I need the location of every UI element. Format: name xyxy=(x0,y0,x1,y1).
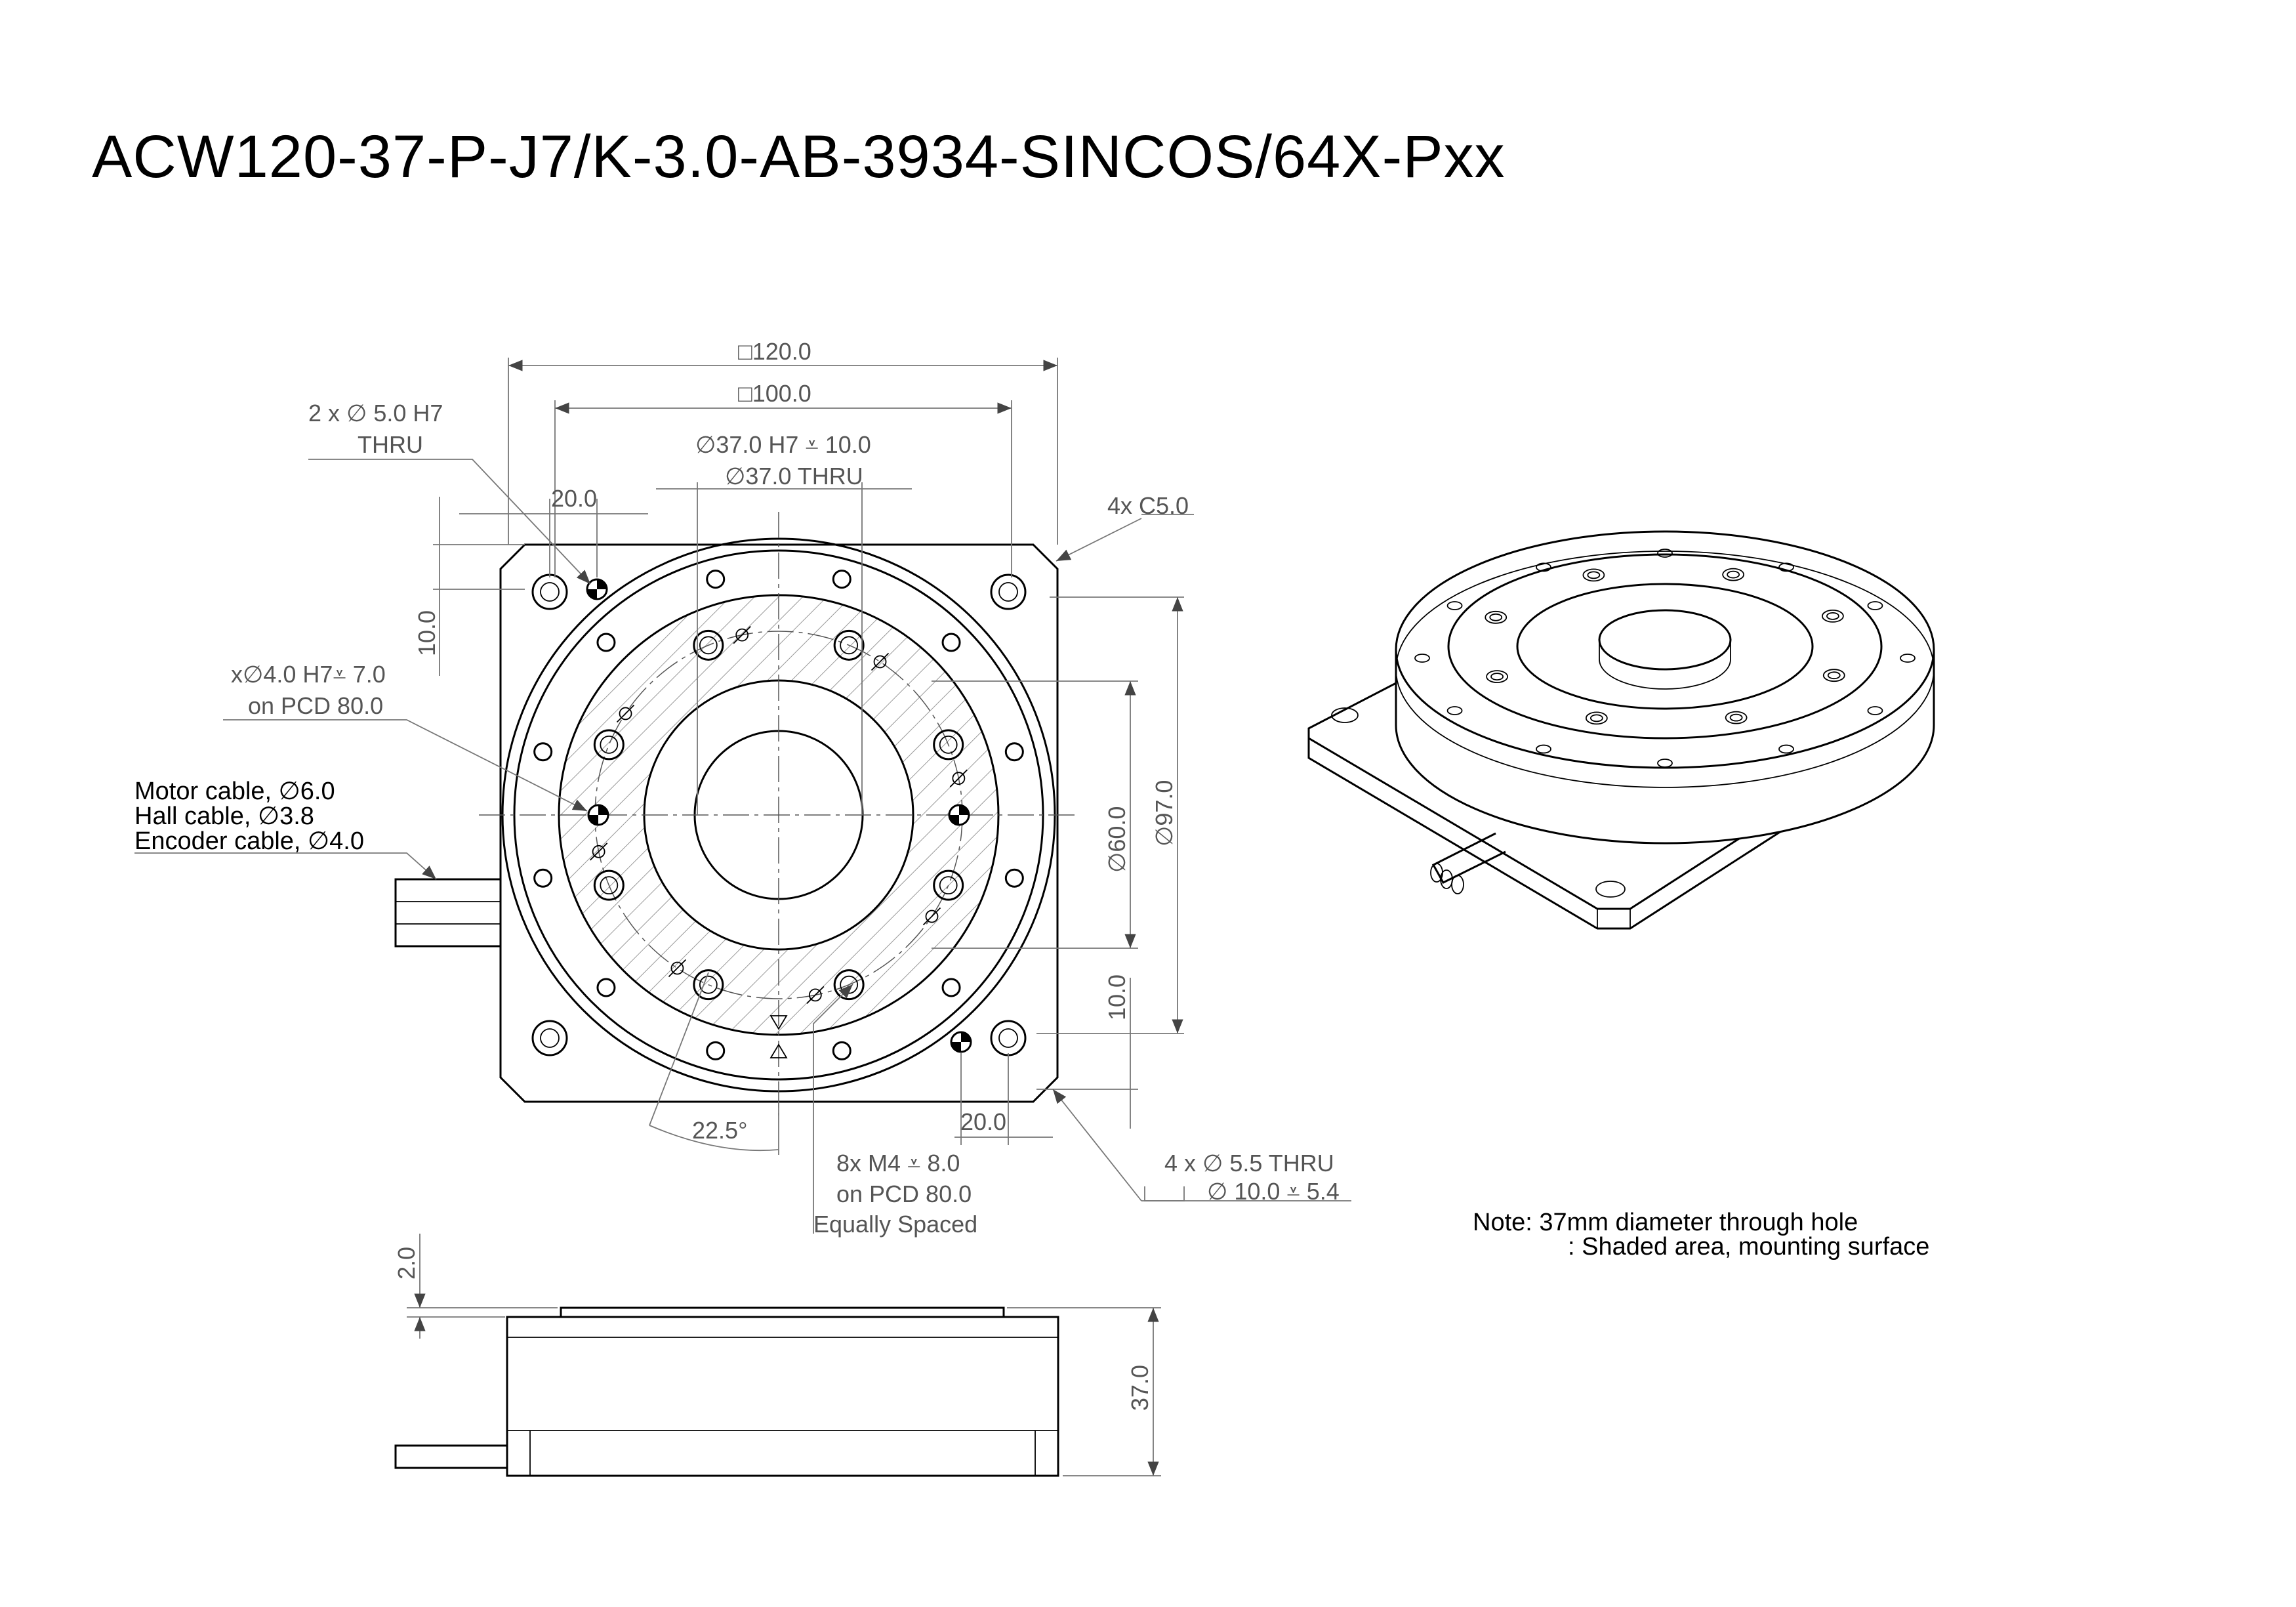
callout-cable-hall: Hall cable, ∅3.8 xyxy=(134,803,314,830)
ring-holes xyxy=(533,570,1024,1060)
dim-offset-right: 20.0 xyxy=(960,1108,1006,1135)
side-view: 2.0 37.0 xyxy=(393,1234,1161,1477)
drawing-title: ACW120-37-P-J7/K-3.0-AB-3934-SINCOS/64X-… xyxy=(92,123,1506,190)
dim-chamfer: 4x C5.0 xyxy=(1107,492,1189,519)
dim-offset-bottom: 10.0 xyxy=(1103,974,1130,1020)
callout-dowel-2: on PCD 80.0 xyxy=(248,692,383,719)
note-line-1: Note: 37mm diameter through hole xyxy=(1473,1209,1858,1236)
dim-square-outer: □120.0 xyxy=(738,338,811,365)
dim-dia-97: ∅97.0 xyxy=(1151,780,1178,846)
iso-cable xyxy=(1431,832,1506,884)
dim-side-top: 2.0 xyxy=(393,1247,420,1280)
callout-mount-2: ∅ 10.0 ⩡ 5.4 xyxy=(1207,1178,1340,1205)
corner-holes xyxy=(531,574,1027,1056)
side-rotor xyxy=(560,1306,1005,1318)
dim-bore-thru: ∅37.0 THRU xyxy=(725,463,863,490)
dim-dia-60: ∅60.0 xyxy=(1103,806,1130,873)
dimension-lines xyxy=(134,358,1351,1234)
callout-mount-1: 4 x ∅ 5.5 THRU xyxy=(1164,1150,1334,1177)
side-cable xyxy=(394,1444,508,1469)
pcd-holes xyxy=(589,625,968,1005)
isometric-view xyxy=(1307,530,1935,930)
dim-square-inner: □100.0 xyxy=(738,380,811,407)
callout-tap-1: 8x M4 ⩡ 8.0 xyxy=(836,1150,960,1177)
cable-stub xyxy=(394,878,502,948)
dim-height: 37.0 xyxy=(1126,1365,1153,1411)
top-view: □120.0 □100.0 ∅37.0 H7 ⩡ 10.0 ∅37.0 THRU… xyxy=(134,338,1351,1238)
callout-dowel-1: x∅4.0 H7⩡ 7.0 xyxy=(231,661,386,688)
note-line-2: : Shaded area, mounting surface xyxy=(1568,1233,1929,1261)
base-square xyxy=(499,543,1059,1103)
callout-pin-1: 2 x ∅ 5.0 H7 xyxy=(308,400,443,427)
side-body xyxy=(506,1316,1059,1477)
iso-rotor-top xyxy=(1395,530,1935,769)
dim-offset-top: 20.0 xyxy=(551,485,597,512)
dim-bore-h7: ∅37.0 H7 ⩡ 10.0 xyxy=(695,431,871,458)
callout-cable-motor: Motor cable, ∅6.0 xyxy=(134,778,335,805)
dim-angle: 22.5° xyxy=(692,1117,747,1144)
callout-tap-2: on PCD 80.0 xyxy=(836,1180,972,1207)
pin-markers xyxy=(586,578,972,1053)
callout-cable-encoder: Encoder cable, ∅4.0 xyxy=(134,827,364,855)
dim-offset-left: 10.0 xyxy=(413,610,440,656)
callout-pin-2: THRU xyxy=(358,431,423,458)
callout-tap-3: Equally Spaced xyxy=(813,1211,977,1238)
